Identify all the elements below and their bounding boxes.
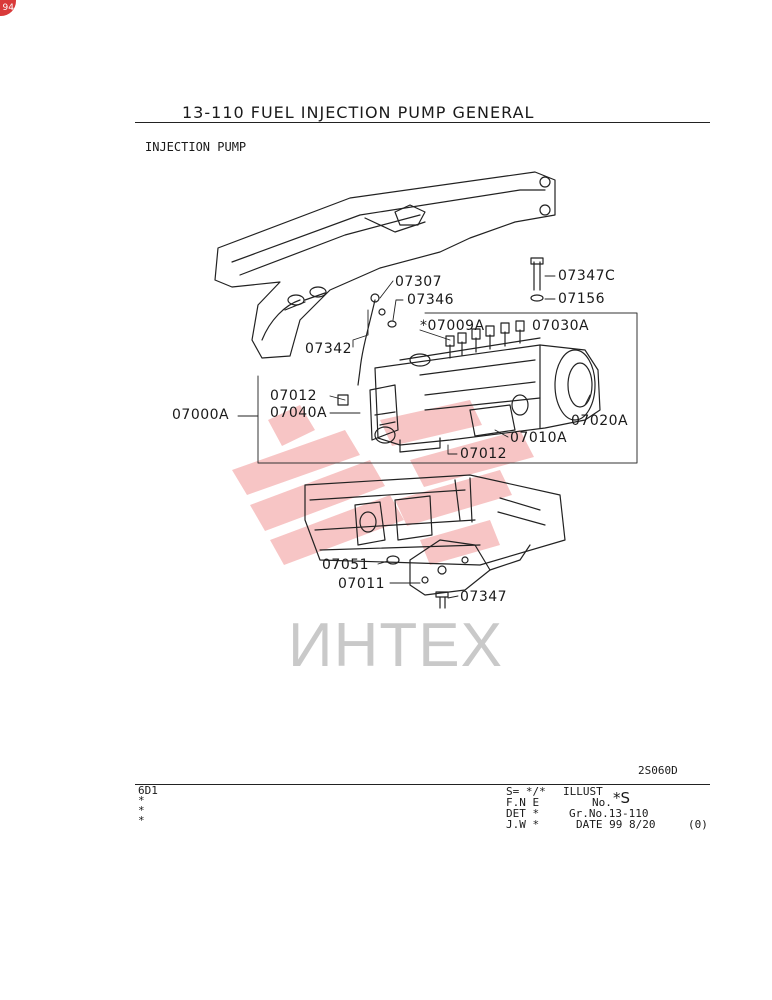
footer-mark-2: * [138, 804, 145, 817]
label-07000A: 07000A [172, 407, 230, 423]
fuel-pipe [357, 299, 376, 386]
footer-rule [135, 784, 710, 785]
delivery-valves [445, 320, 525, 359]
date-line: DATE 99 8/20 [576, 818, 656, 831]
illust-label: ILLUST [563, 785, 603, 798]
label-07012-lower: 07012 [460, 446, 508, 462]
leader-lines [237, 275, 591, 599]
title-rule [135, 122, 710, 123]
intake-manifold [214, 171, 556, 359]
model-code: 6D1 [138, 784, 158, 797]
label-07051: 07051 [322, 557, 370, 573]
label-07347C: 07347C [558, 268, 616, 284]
footer-mark-3: * [138, 814, 145, 827]
label-07030A: 07030A [532, 318, 590, 334]
page-badge: 94 [0, 0, 16, 16]
label-07009A: *07009A [420, 318, 485, 334]
illust-number: *S [613, 789, 631, 807]
jw-line: J.W * [506, 818, 540, 831]
section-title: INJECTION PUMP [145, 140, 247, 154]
label-07020A: 07020A [571, 413, 629, 429]
label-07346: 07346 [407, 292, 455, 308]
label-07342: 07342 [305, 341, 353, 357]
label-07012-upper: 07012 [270, 388, 318, 404]
watermark-logo [232, 400, 534, 565]
s-line: S= */* [506, 785, 546, 798]
injection-pump [369, 320, 601, 453]
label-07347: 07347 [460, 589, 508, 605]
watermark-text: ИНТЕХ [288, 611, 503, 680]
no-label: No. [592, 796, 612, 809]
label-07307: 07307 [395, 274, 443, 290]
revision: (0) [688, 818, 708, 831]
bolt-07347C [530, 257, 544, 302]
pump-bracket [409, 539, 531, 596]
group-number: Gr.No.13-110 [569, 807, 649, 820]
assembly-callout-box [257, 312, 638, 464]
label-07040A: 07040A [270, 405, 328, 421]
label-07010A: 07010A [510, 430, 568, 446]
engine-block [304, 474, 566, 566]
footer-mark-1: * [138, 794, 145, 807]
illustration-code: 2S060D [638, 764, 678, 777]
page-title: 13-110 FUEL INJECTION PUMP GENERAL [182, 103, 535, 122]
label-07011: 07011 [338, 576, 386, 592]
det-line: DET * [506, 807, 540, 820]
fne-line: F.N E [506, 796, 540, 809]
label-07156: 07156 [558, 291, 606, 307]
